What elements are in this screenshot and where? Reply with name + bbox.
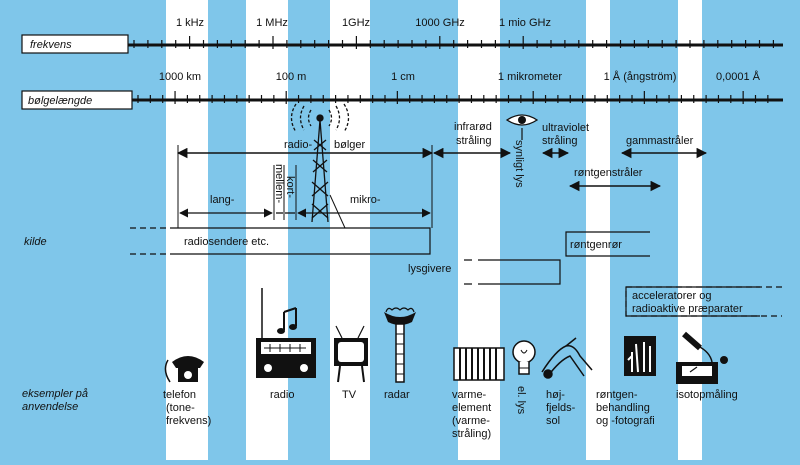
wave-tick-00001a: 0,0001 Å xyxy=(716,70,761,83)
band-uv-label-1: ultraviolet xyxy=(542,122,589,134)
wave-tick-100m: 100 m xyxy=(276,71,307,83)
band-medium-label: mellem- xyxy=(273,164,285,203)
bulb-icon xyxy=(512,340,536,375)
use-isotope: isotopmåling xyxy=(676,389,738,401)
xray-hand-icon xyxy=(624,336,656,376)
band-micro-label: mikro- xyxy=(350,194,381,206)
source-xray-tube: røntgenrør xyxy=(570,239,622,251)
use-tv: TV xyxy=(342,389,357,401)
use-heater-3: (varme- xyxy=(452,415,490,427)
frequency-axis: frekvens 1 kHz 1 MHz 1GHz 1000 GHz 1 mio… xyxy=(21,17,783,54)
antenna-icon xyxy=(290,103,350,223)
use-xray-1: røntgen- xyxy=(596,389,638,401)
heater-icon xyxy=(453,347,505,381)
use-telephone-1: telefon xyxy=(163,389,196,401)
use-sun-2: fjelds- xyxy=(546,402,576,414)
use-sun-3: sol xyxy=(546,415,560,427)
freq-tick-1ghz: 1GHz xyxy=(342,17,370,29)
use-radio: radio xyxy=(270,389,294,401)
use-telephone-3: frekvens) xyxy=(166,415,211,427)
band-infrared-label-2: stråling xyxy=(456,135,491,147)
freq-tick-1mioghz: 1 mio GHz xyxy=(499,17,551,29)
band-radio-label: radio- xyxy=(284,139,312,151)
use-heater-1: varme- xyxy=(452,389,487,401)
wave-tick-1000km: 1000 km xyxy=(159,71,201,83)
band-infrared-label-1: infrarød xyxy=(454,121,492,133)
use-sun-1: høj- xyxy=(546,389,565,401)
freq-tick-1mhz: 1 MHz xyxy=(256,17,288,29)
uses-group: eksempler på anvendelse telefon (tone- f… xyxy=(22,386,738,440)
uses-heading-2: anvendelse xyxy=(22,401,78,413)
use-telephone-2: (tone- xyxy=(166,402,195,414)
band-uv-label-2: stråling xyxy=(542,135,577,147)
source-light-givers: lysgivere xyxy=(408,263,451,275)
use-radar: radar xyxy=(384,389,410,401)
freq-tick-1khz: 1 kHz xyxy=(176,17,204,29)
source-radio-senders: radiosendere etc. xyxy=(184,236,269,248)
sources-group: kilde radiosendere etc. lysgivere røntge… xyxy=(24,227,782,317)
eye-icon xyxy=(505,114,539,126)
band-short-label: kort- xyxy=(284,176,296,198)
radio-icon xyxy=(256,288,316,378)
white-bands xyxy=(166,0,702,460)
wave-tick-1um: 1 mikrometer xyxy=(498,71,563,83)
isotope-meter-icon xyxy=(676,331,728,384)
tv-icon xyxy=(334,325,368,383)
band-gamma-label: gammastråler xyxy=(626,135,694,147)
use-heater-2: element xyxy=(452,402,491,414)
source-accelerators-1: acceleratorer og xyxy=(632,290,712,302)
band-visible-label: synligt lys xyxy=(513,140,525,188)
use-heater-4: stråling) xyxy=(452,428,491,440)
music-note-icon xyxy=(277,307,297,334)
optical-band-group: infrarød stråling synligt lys ultraviole… xyxy=(432,114,708,192)
use-xray-2: behandling xyxy=(596,402,650,414)
band-radio-label-2: bølger xyxy=(334,139,366,151)
wave-tick-1cm: 1 cm xyxy=(391,71,415,83)
uses-heading-1: eksempler på xyxy=(22,388,88,400)
wavelength-label: bølgelængde xyxy=(28,95,92,107)
radar-icon xyxy=(384,307,416,383)
frequency-label: frekvens xyxy=(30,39,72,51)
sunbather-icon xyxy=(541,337,593,379)
telephone-icon xyxy=(164,356,204,383)
wavelength-axis: bølgelængde 1000 km 100 m 1 cm 1 mikrome… xyxy=(21,70,783,110)
band-xray-label: røntgenstråler xyxy=(574,167,643,179)
source-accelerators-2: radioaktive præparater xyxy=(632,303,743,315)
use-xray-3: og -fotografi xyxy=(596,415,655,427)
radio-band-group: radio- bølger lang- mellem- kort- mikro- xyxy=(176,139,434,229)
wave-tick-1a: 1 Å (ångström) xyxy=(604,70,677,83)
use-bulb: el. lys xyxy=(515,386,527,415)
freq-tick-1000ghz: 1000 GHz xyxy=(415,17,465,29)
sources-heading: kilde xyxy=(24,236,47,248)
band-long-label: lang- xyxy=(210,194,235,206)
